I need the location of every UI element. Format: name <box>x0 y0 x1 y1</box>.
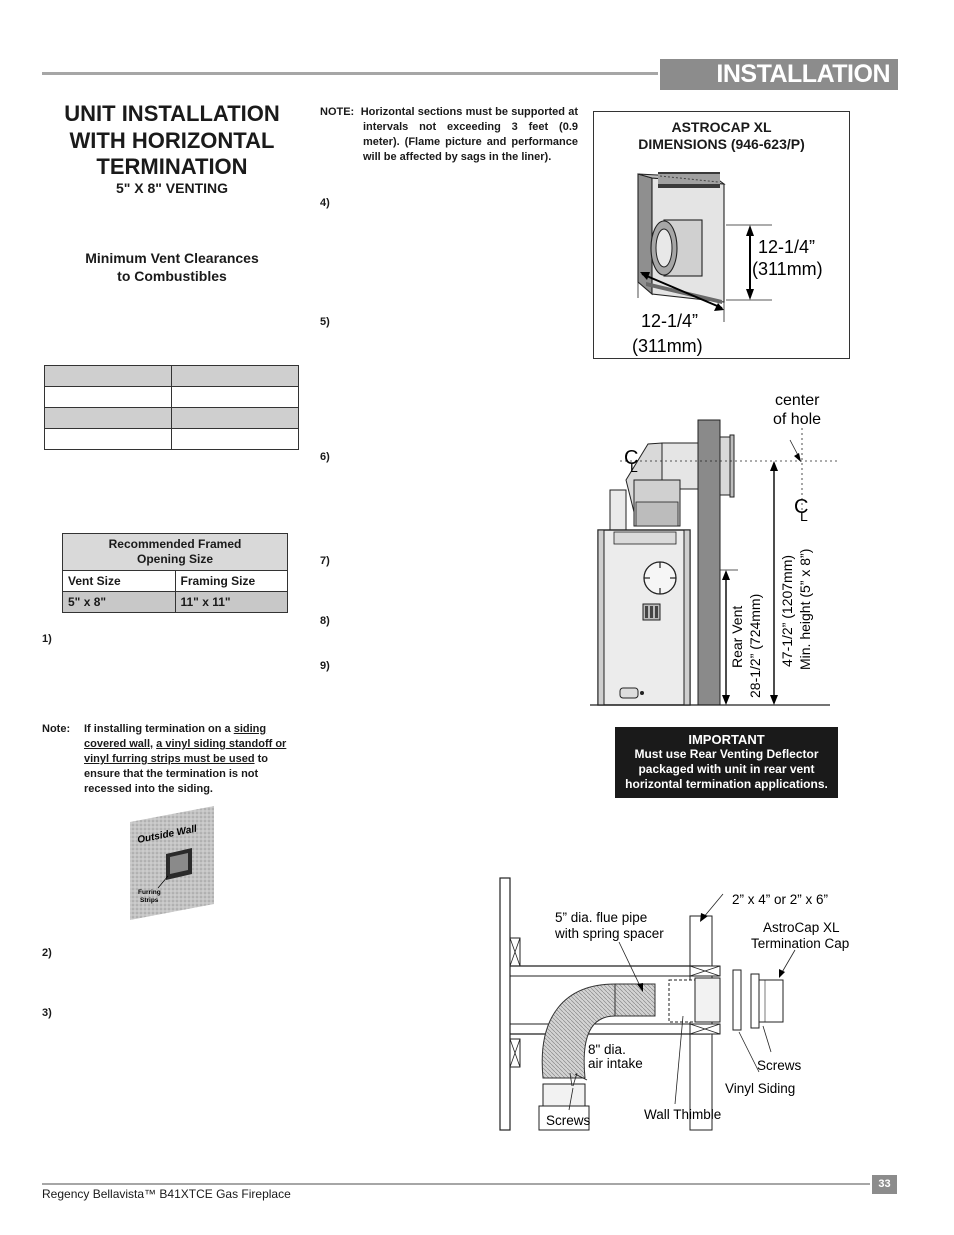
siding-note-label: Note: <box>42 723 71 735</box>
col-framing-size: Framing Size <box>174 570 288 592</box>
footer-product: Regency Bellavista™ B41XTCE Gas Fireplac… <box>42 1187 291 1201</box>
furring-label-1: Furring <box>138 889 161 896</box>
min-height-dimension: 47-1/2” (1207mm) <box>779 555 795 667</box>
flue-pipe-label-2: with spring spacer <box>554 926 664 941</box>
horizontal-note-body: NOTE: Horizontal sections must be suppor… <box>320 105 578 165</box>
note-text: to ensure that the termination is not re… <box>84 753 268 795</box>
stud-label: 2” x 4” or 2” x 6” <box>732 892 828 907</box>
rear-vent-dimension: 28-1/2” (724mm) <box>747 594 763 698</box>
min-height-label: Min. height (5” x 8”) <box>797 549 813 670</box>
clearances-line-1: Minimum Vent Clearances <box>85 250 259 266</box>
table-row <box>44 365 299 387</box>
clearances-line-2: to Combustibles <box>117 268 227 284</box>
centerline-symbol-1-sub: L <box>630 459 638 475</box>
screws-left-label: Screws <box>546 1113 591 1128</box>
table-cell <box>44 428 172 450</box>
title-line-1: UNIT INSTALLATION <box>64 101 280 126</box>
table-header-row: Recommended Framed Opening Size <box>62 533 288 571</box>
astrocap-title: ASTROCAP XL DIMENSIONS (946-623/P) <box>594 119 849 153</box>
astrocap-dimensions-box: ASTROCAP XL DIMENSIONS (946-623/P) 12-1/… <box>593 111 850 359</box>
center-of-hole-1: center <box>775 392 820 409</box>
step-2: 2) <box>42 947 52 959</box>
table-row <box>44 386 299 408</box>
table-cell <box>171 428 299 450</box>
table-cell <box>171 386 299 408</box>
table-cell <box>44 386 172 408</box>
siding-note-body: If installing termination on a siding co… <box>84 722 302 797</box>
section-header: INSTALLATION <box>660 59 898 90</box>
horizontal-support-note: NOTE: Horizontal sections must be suppor… <box>320 105 578 165</box>
vent-assembly-diagram: 5” dia. flue pipe with spring spacer 2” … <box>499 877 849 1131</box>
clearance-table <box>44 365 299 450</box>
horizontal-note-text: Horizontal sections must be supported at… <box>360 106 578 163</box>
cell-vent-size: 5" x 8" <box>62 591 176 613</box>
table-cell <box>171 407 299 429</box>
step-3: 3) <box>42 1007 52 1019</box>
header-rule <box>42 72 658 75</box>
important-line-3: horizontal termination applications. <box>625 777 828 791</box>
table-row: 5" x 8" 11" x 11" <box>62 591 288 613</box>
important-line-1: Must use Rear Venting Deflector <box>634 747 819 761</box>
page-subtitle: 5" X 8" VENTING <box>115 180 229 196</box>
astrocap-dim-width-1: 12-1/4” <box>641 311 698 331</box>
table-row <box>44 407 299 429</box>
title-line-3: TERMINATION <box>96 154 248 179</box>
termination-cap-label-2: Termination Cap <box>751 936 849 951</box>
center-of-hole-2: of hole <box>773 411 821 428</box>
framing-header-line-1: Recommended Framed <box>108 537 242 551</box>
page-number: 33 <box>872 1175 897 1194</box>
table-cell <box>44 407 172 429</box>
note-text: If installing termination on a <box>84 723 234 735</box>
step-5: 5) <box>320 316 330 328</box>
framing-table: Recommended Framed Opening Size Vent Siz… <box>62 533 288 613</box>
page-title: UNIT INSTALLATION WITH HORIZONTAL TERMIN… <box>42 101 302 181</box>
footer-rule <box>42 1183 870 1185</box>
centerline-symbol-2: C <box>794 496 808 518</box>
title-line-2: WITH HORIZONTAL <box>69 127 275 153</box>
furring-label-2: Strips <box>140 897 159 904</box>
cell-framing-size: 11" x 11" <box>174 591 288 613</box>
step-6: 6) <box>320 451 330 463</box>
air-intake-label-2: air intake <box>588 1056 643 1071</box>
important-heading: IMPORTANT <box>688 732 765 747</box>
screws-right-label: Screws <box>757 1058 802 1073</box>
siding-note: Note: If installing termination on a sid… <box>42 722 302 797</box>
important-line-2: packaged with unit in rear vent <box>638 762 815 776</box>
centerline-symbol-1: C <box>624 447 638 469</box>
framing-table-header: Recommended Framed Opening Size <box>62 533 288 571</box>
air-intake-label-1: 8" dia. <box>588 1042 626 1057</box>
astrocap-drawing: 12-1/4” (311mm) 12-1/4” (311mm) <box>632 172 823 356</box>
col-vent-size: Vent Size <box>62 570 176 592</box>
furring-square-inner <box>170 853 188 874</box>
framing-header-line-2: Opening Size <box>136 552 213 566</box>
rear-vent-label: Rear Vent <box>729 606 745 668</box>
clearances-heading: Minimum Vent Clearances to Combustibles <box>42 249 302 285</box>
astrocap-title-1: ASTROCAP XL <box>671 119 772 135</box>
table-row: Vent Size Framing Size <box>62 570 288 592</box>
astrocap-title-2: DIMENSIONS (946-623/P) <box>638 136 805 152</box>
step-1: 1) <box>42 633 52 645</box>
table-row <box>44 428 299 450</box>
wall-thimble-label: Wall Thimble <box>644 1107 721 1122</box>
step-4: 4) <box>320 197 330 209</box>
outside-wall-illustration: Outside Wall Furring Strips <box>130 806 214 920</box>
step-7: 7) <box>320 555 330 567</box>
note-underlined: siding covered wall, <box>84 723 267 750</box>
astrocap-dim-height-1: 12-1/4” <box>758 237 815 257</box>
important-callout: IMPORTANT Must use Rear Venting Deflecto… <box>615 727 838 798</box>
vinyl-siding-label: Vinyl Siding <box>725 1081 795 1096</box>
side-view-diagram: C L C L center of hole Rear Vent 28-1/2”… <box>590 392 840 706</box>
termination-cap-label-1: AstroCap XL <box>763 920 840 935</box>
table-cell <box>171 365 299 387</box>
step-8: 8) <box>320 615 330 627</box>
note-underlined: a vinyl siding standoff or vinyl furring… <box>84 738 287 765</box>
flue-pipe-label-1: 5” dia. flue pipe <box>555 910 647 925</box>
astrocap-dim-width-2: (311mm) <box>632 336 703 356</box>
table-cell <box>44 365 172 387</box>
astrocap-dim-height-2: (311mm) <box>752 259 823 279</box>
step-9: 9) <box>320 660 330 672</box>
centerline-symbol-2-sub: L <box>800 508 808 524</box>
horizontal-note-label: NOTE: <box>320 106 355 118</box>
